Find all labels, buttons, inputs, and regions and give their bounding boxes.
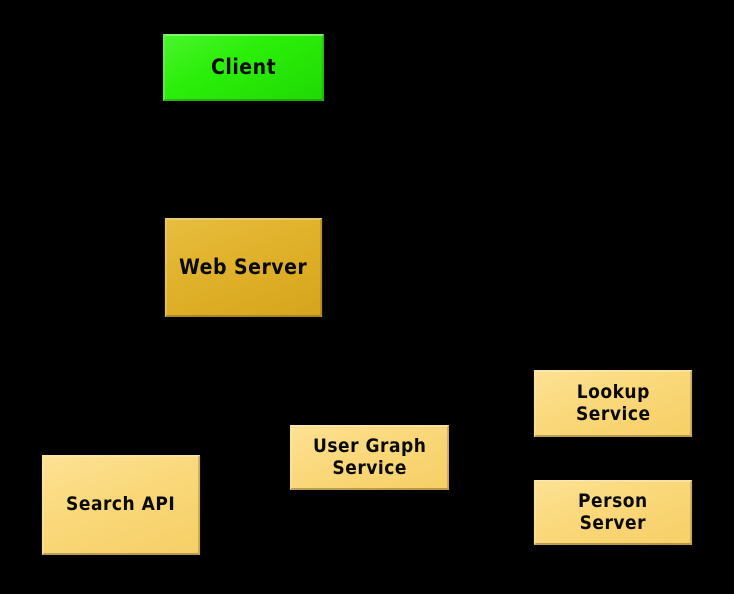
diagram-node-user-graph-service[interactable]: User Graph Service bbox=[289, 425, 450, 490]
node-label-client: Client bbox=[210, 54, 277, 79]
diagram-node-client[interactable]: Client bbox=[163, 34, 324, 101]
diagram-node-person-server[interactable]: Person Server bbox=[533, 480, 693, 545]
node-label-person-server: Person Server bbox=[578, 490, 648, 534]
diagram-node-search-api[interactable]: Search API bbox=[41, 455, 201, 555]
node-label-search-api: Search API bbox=[66, 493, 176, 516]
diagram-node-web-server[interactable]: Web Server bbox=[164, 218, 323, 317]
node-label-lookup-service: Lookup Service bbox=[575, 381, 651, 425]
diagram-node-lookup-service[interactable]: Lookup Service bbox=[533, 370, 693, 437]
node-label-user-graph-service: User Graph Service bbox=[312, 435, 427, 479]
node-label-web-server: Web Server bbox=[179, 254, 308, 279]
